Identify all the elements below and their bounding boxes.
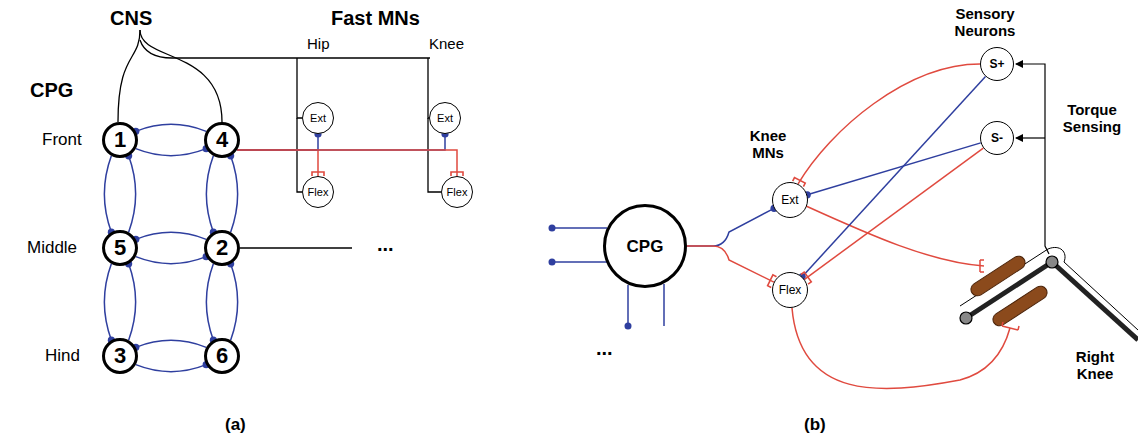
figure-label: CNS xyxy=(110,7,152,29)
figure-label: Sensory Neurons xyxy=(945,6,1025,39)
neuron-label: Flex xyxy=(779,284,802,296)
neuron-circle: S- xyxy=(980,121,1014,155)
synapse-connector xyxy=(206,156,217,236)
neuron-label: 6 xyxy=(216,345,228,367)
figure-label: ... xyxy=(377,233,394,255)
neuron-circle: S+ xyxy=(980,47,1014,81)
figure-label: ... xyxy=(596,337,613,359)
figure-label: Fast MNs xyxy=(331,7,420,29)
neuron-circle: Flex xyxy=(441,176,473,208)
neuron-label: Flex xyxy=(447,187,468,198)
figure-label: Knee MNs xyxy=(743,128,793,161)
synapse-connector xyxy=(136,253,210,264)
synapse-connector xyxy=(237,150,463,176)
figure-label: CPG xyxy=(30,79,73,101)
synapse-connector xyxy=(136,361,210,372)
synapse-connector xyxy=(125,152,136,232)
neuron-circle: Ext xyxy=(772,182,808,218)
figure-label: Hip xyxy=(307,36,330,53)
synapse-connector xyxy=(801,148,983,284)
neuron-label: S- xyxy=(991,132,1003,144)
right-knee xyxy=(960,247,1138,340)
figure-label: Front xyxy=(42,131,82,150)
synapse-connector xyxy=(132,124,206,135)
neuron-circle: Flex xyxy=(772,272,808,308)
synapse-connector xyxy=(237,150,324,176)
neuron-label: S+ xyxy=(989,58,1004,70)
synapse-connector xyxy=(227,152,238,232)
synapse-connector xyxy=(132,232,206,243)
neuron-label: 1 xyxy=(114,129,126,151)
synapse-connector xyxy=(793,64,980,187)
synapse-connector xyxy=(125,260,136,340)
cns-wires xyxy=(118,30,441,248)
neuron-label: 3 xyxy=(114,345,126,367)
neuron-circle: 6 xyxy=(204,338,240,374)
synapse-connector xyxy=(104,156,115,236)
neuron-circle: CPG xyxy=(603,204,687,288)
neuron-circle: 5 xyxy=(102,230,138,266)
neuron-circle: Ext xyxy=(302,102,334,134)
synapse-connector xyxy=(237,130,449,150)
synapse-connector xyxy=(136,145,210,156)
neuron-circle: 2 xyxy=(204,230,240,266)
synapse-connector xyxy=(132,340,206,351)
synapse-connector xyxy=(104,264,115,344)
figure-label: Middle xyxy=(27,239,77,258)
figure-label: (a) xyxy=(225,416,246,435)
figure-label: Knee xyxy=(429,36,464,53)
neuron-circle: 4 xyxy=(204,122,240,158)
synapse-connector xyxy=(687,246,776,287)
neuron-label: Ext xyxy=(437,113,453,124)
motor-wires xyxy=(792,206,1019,388)
synapse-connector xyxy=(237,130,322,150)
synapse-connector xyxy=(687,205,778,246)
neuron-label: 5 xyxy=(114,237,126,259)
neuron-circle: Ext xyxy=(429,102,461,134)
neuron-circle: Flex xyxy=(302,176,334,208)
neuron-label: 2 xyxy=(216,237,228,259)
synapse-connector xyxy=(227,260,238,340)
synapse-connector xyxy=(206,264,217,344)
figure-label: Torque Sensing xyxy=(1056,102,1128,135)
figure-label: (b) xyxy=(804,416,826,435)
figure-label: Hind xyxy=(45,347,80,366)
neuron-label: Flex xyxy=(308,187,329,198)
neuron-label: Ext xyxy=(310,113,326,124)
torque-sensing-wires xyxy=(1016,64,1049,254)
neuron-label: 4 xyxy=(216,129,228,151)
figure-label: Right Knee xyxy=(1065,349,1125,382)
neuron-label: CPG xyxy=(627,238,664,255)
neuron-circle: 3 xyxy=(102,338,138,374)
synapse-connector xyxy=(804,143,981,199)
synapse-connector xyxy=(799,77,986,281)
neuron-label: Ext xyxy=(781,194,798,206)
neuron-circle: 1 xyxy=(102,122,138,158)
